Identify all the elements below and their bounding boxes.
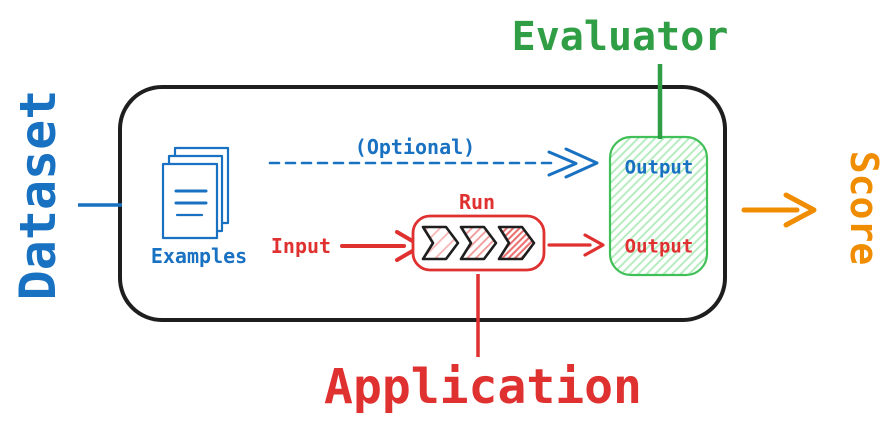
- run-chevron-3: [497, 225, 536, 261]
- optional-dashed-arrow: [268, 147, 599, 179]
- dataset-label: Dataset: [9, 89, 67, 301]
- run-chevrons: [421, 225, 536, 261]
- evaluator-output-box: [608, 135, 709, 277]
- application-label: Application: [324, 359, 642, 415]
- document-page-front: [161, 162, 219, 240]
- score-arrow: [741, 192, 817, 228]
- input-label: Input: [270, 234, 332, 258]
- documents-icon: [161, 146, 230, 240]
- optional-label: (Optional): [354, 135, 476, 159]
- run-label: Run: [458, 190, 496, 214]
- examples-label: Examples: [150, 244, 248, 268]
- evaluator-label: Evaluator: [511, 14, 729, 60]
- score-label: Score: [842, 150, 886, 266]
- run-output-arrow: [547, 233, 605, 257]
- run-chevron-1: [421, 225, 460, 261]
- input-arrow: [340, 230, 423, 262]
- evaluator-output-label: Output: [624, 156, 694, 179]
- application-output-label: Output: [624, 235, 694, 258]
- run-chevron-2: [459, 225, 498, 261]
- document-text-lines: [174, 189, 208, 217]
